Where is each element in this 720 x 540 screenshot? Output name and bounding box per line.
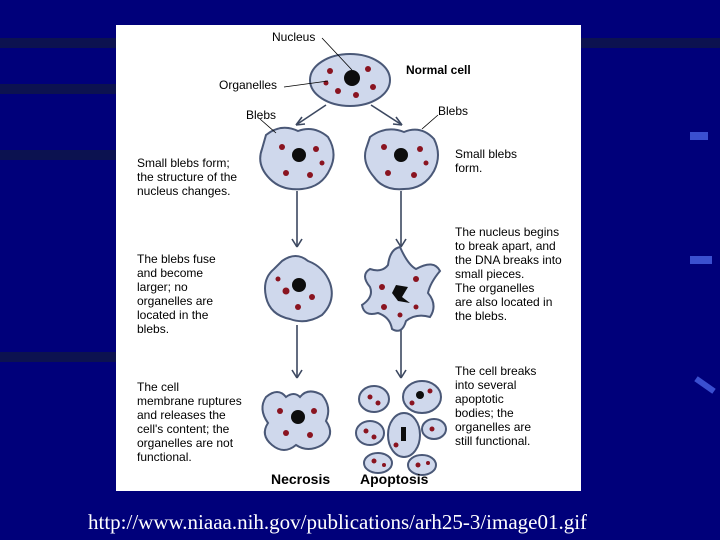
background-stripe — [581, 38, 720, 48]
blebs-left-label: Blebs — [246, 108, 276, 122]
apoptosis-step-3-text: The cell breaks into several apoptotic b… — [455, 364, 540, 448]
apoptosis-bodies — [355, 380, 447, 476]
blebs-right-label: Blebs — [438, 104, 468, 118]
normal-cell — [309, 53, 391, 107]
arrowhead — [291, 369, 303, 379]
apoptosis-cell-2 — [360, 245, 442, 332]
background-stripe — [0, 38, 116, 48]
leader-lines — [259, 37, 439, 134]
arrow-normal-to-apoptosis — [370, 104, 403, 126]
background-stripe — [0, 84, 116, 94]
apoptosis-step-1-text: Small blebs form. — [455, 147, 520, 175]
background-mark — [690, 256, 712, 264]
arrowhead — [395, 369, 407, 379]
flow-arrows — [291, 104, 407, 379]
apoptosis-caption: Apoptosis — [360, 471, 429, 487]
organelles-label: Organelles — [219, 78, 277, 92]
necrosis-cell-3 — [261, 390, 332, 451]
necrosis-step-2-text: The blebs fuse and become larger; no org… — [137, 252, 219, 336]
arrowhead — [392, 116, 403, 126]
necrosis-caption: Necrosis — [271, 471, 330, 487]
background-mark — [690, 132, 708, 140]
arrowhead — [291, 238, 303, 248]
arrow-normal-to-necrosis — [295, 104, 327, 126]
necrosis-step-3-text: The cell membrane ruptures and releases … — [137, 380, 245, 464]
necrosis-cell-1 — [259, 126, 335, 191]
background-mark — [694, 376, 716, 394]
nucleus-icon — [344, 70, 360, 86]
cell-death-diagram: Nucleus Organelles Normal cell Blebs Ble… — [116, 25, 581, 491]
arrowhead — [295, 116, 306, 126]
background-stripe — [0, 352, 116, 362]
source-url: http://www.niaaa.nih.gov/publications/ar… — [88, 510, 588, 534]
apoptosis-cell-1 — [364, 128, 439, 191]
necrosis-step-1-text: Small blebs form; the structure of the n… — [137, 156, 240, 198]
necrosis-cell-2 — [264, 255, 333, 323]
arrowhead — [395, 238, 407, 248]
normal-cell-label: Normal cell — [406, 63, 471, 77]
background-stripe — [0, 150, 116, 160]
nucleus-label: Nucleus — [272, 30, 315, 44]
diagram-canvas: Nucleus Organelles Normal cell Blebs Ble… — [137, 30, 565, 487]
apoptosis-step-2-text: The nucleus begins to break apart, and t… — [455, 225, 565, 323]
